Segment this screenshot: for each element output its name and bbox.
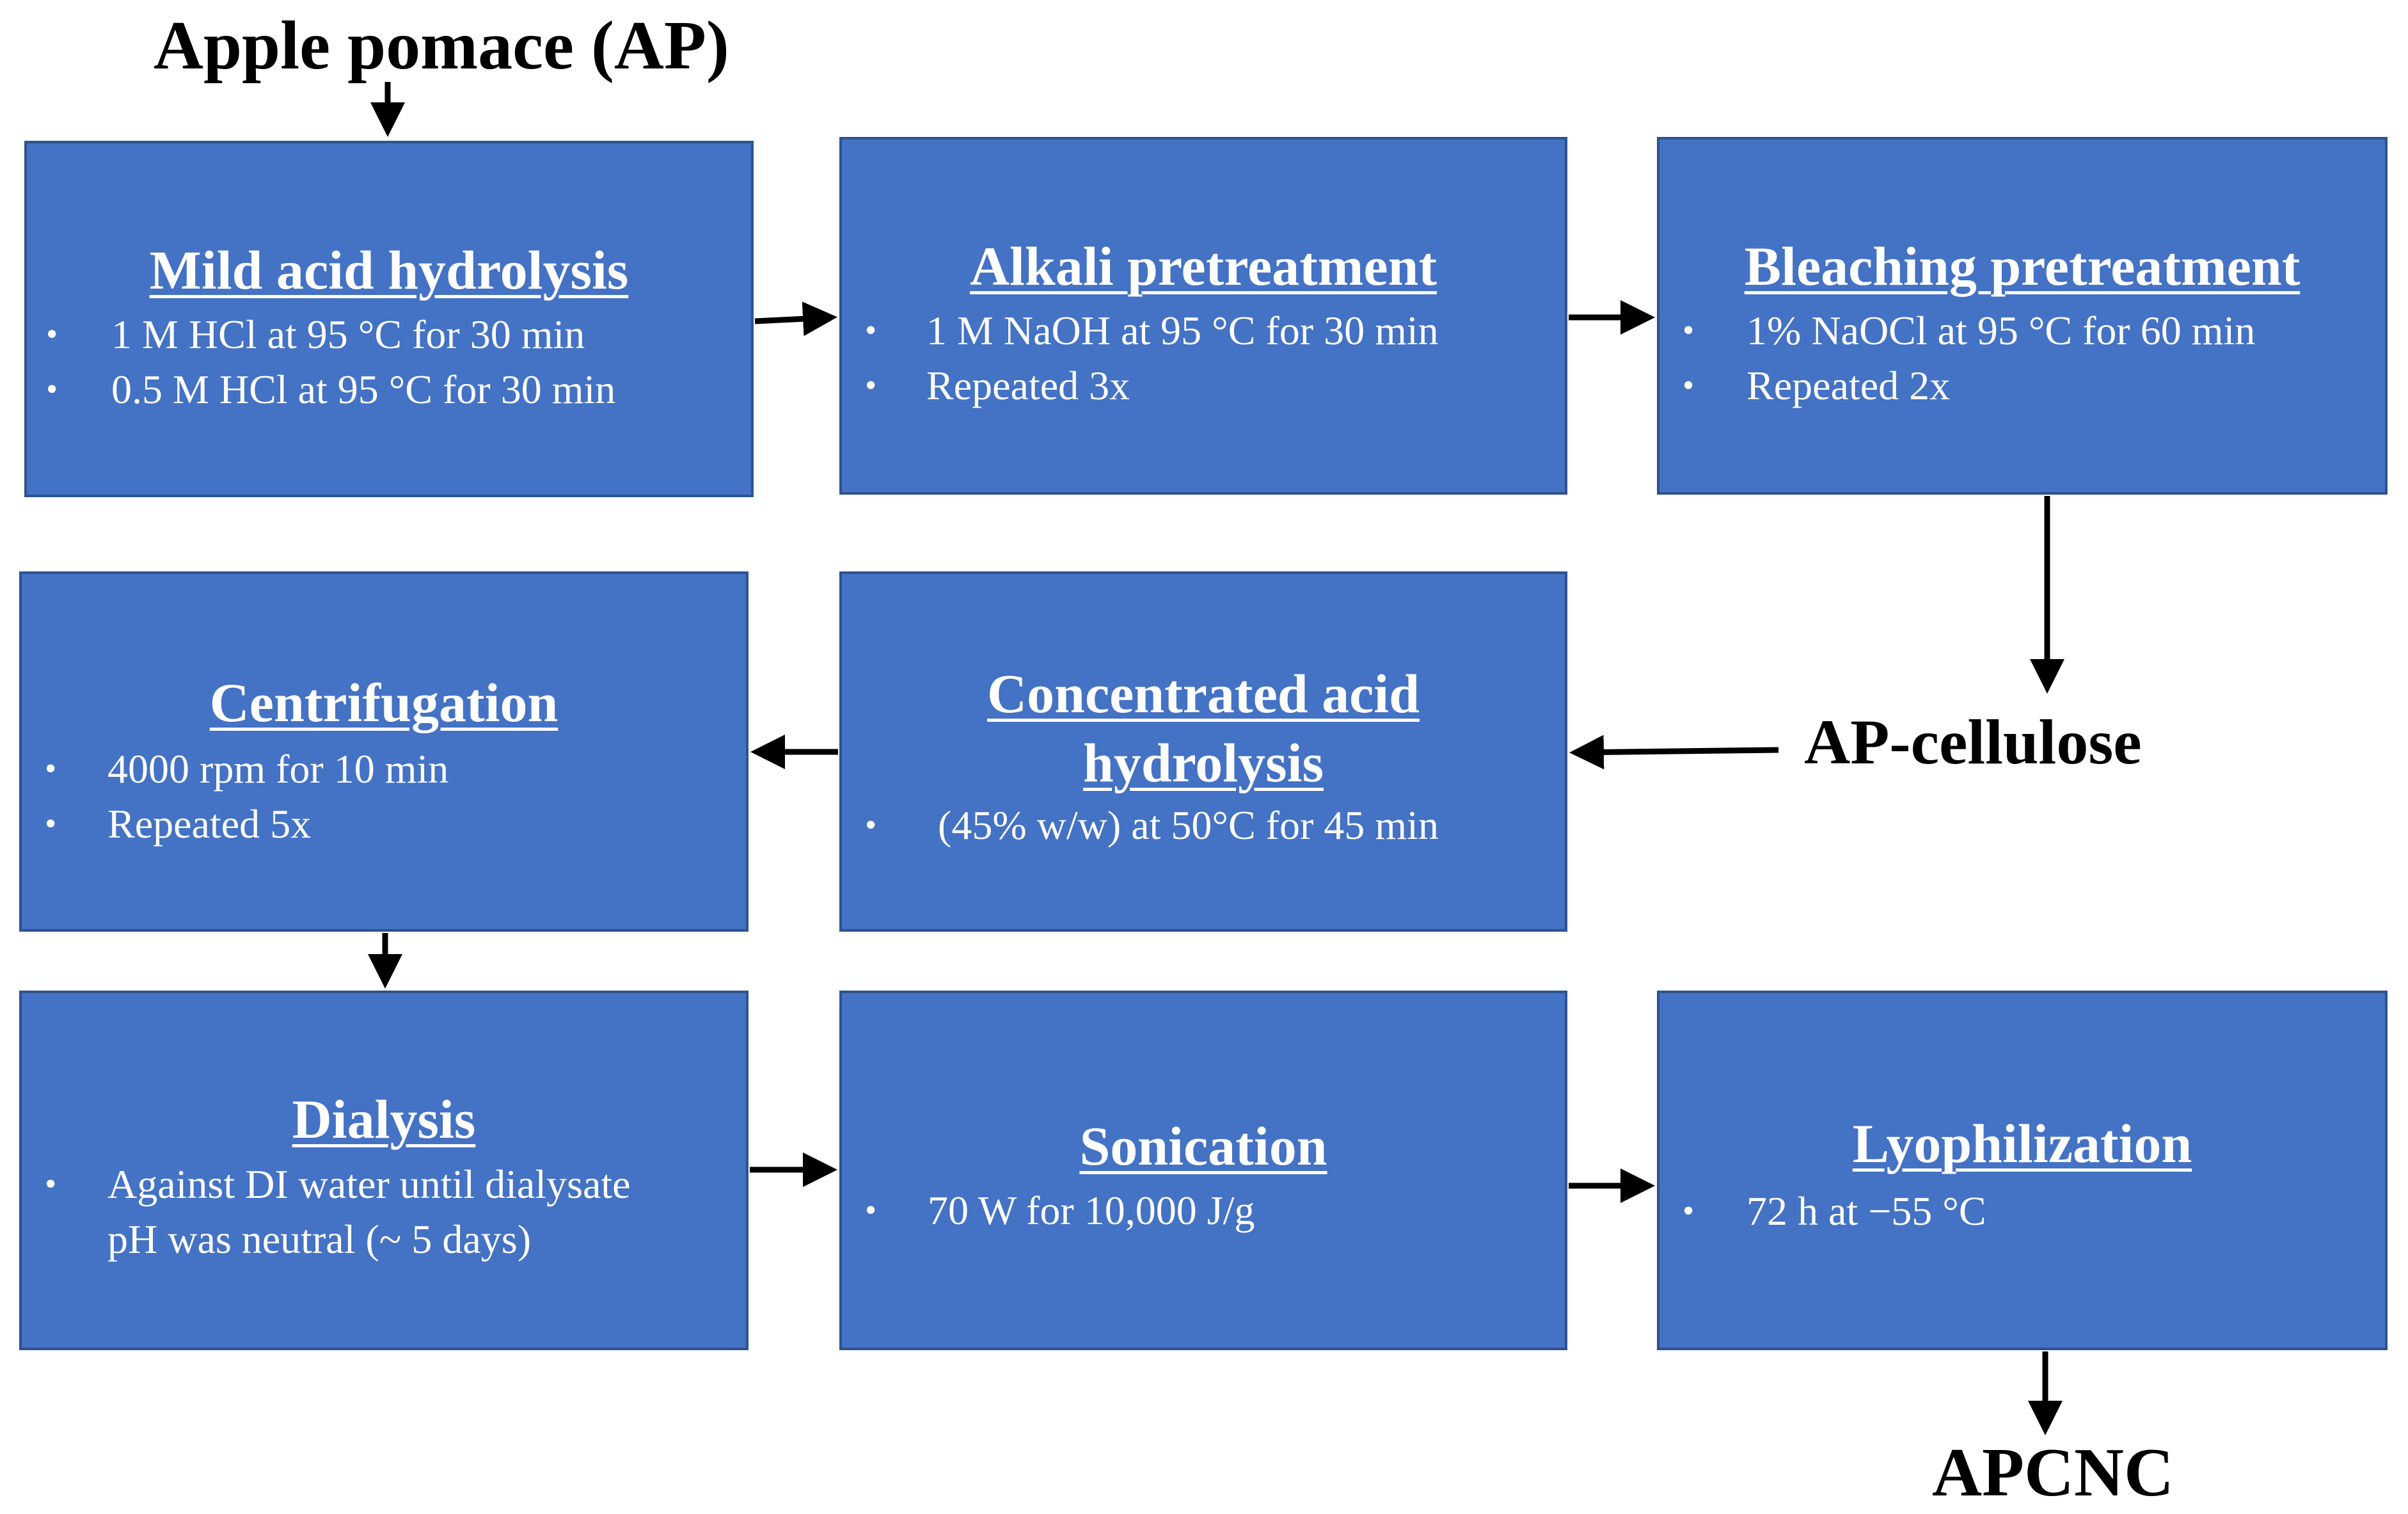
step-detail-text: 72 h at −55 °C	[1747, 1188, 1986, 1234]
step-detail-text: pH was neutral (~ 5 days)	[107, 1216, 531, 1262]
step-title: Concentrated acid	[987, 663, 1420, 724]
list-item: • 72 h at −55 °C	[1659, 1184, 2385, 1239]
step-detail-text: Repeated 3x	[926, 363, 1130, 408]
step-detail-text: 1% NaOCl at 95 °C for 60 min	[1747, 308, 2256, 353]
list-item: • (45% w/w) at 50°C for 45 min	[842, 798, 1565, 853]
bullet-icon: •	[46, 371, 58, 408]
step-title-continued: hydrolysis	[1083, 732, 1324, 793]
step-details: • 1% NaOCl at 95 °C for 60 min • Repeate…	[1659, 303, 2385, 413]
list-item: • 1 M HCl at 95 °C for 30 min	[27, 307, 751, 362]
step-alkali-pretreatment: Alkali pretreatment • 1 M NaOH at 95 °C …	[839, 137, 1567, 495]
bullet-icon: •	[865, 807, 877, 843]
step-dialysis: Dialysis • Against DI water until dialys…	[19, 991, 749, 1350]
bullet-icon: •	[45, 751, 57, 787]
bullet-icon: •	[46, 316, 58, 353]
list-item: • 70 W for 10,000 J/g	[842, 1183, 1565, 1238]
bullet-icon: •	[1683, 312, 1695, 349]
bullet-icon: •	[45, 1166, 57, 1202]
end-label: APCNC	[1932, 1435, 2174, 1511]
step-details: • 4000 rpm for 10 min • Repeated 5x	[22, 742, 746, 852]
list-item: • 4000 rpm for 10 min	[22, 742, 746, 797]
list-item-continued: pH was neutral (~ 5 days)	[22, 1212, 746, 1267]
bullet-icon: •	[865, 367, 877, 404]
list-item: • 0.5 M HCl at 95 °C for 30 min	[27, 362, 751, 417]
start-label: Apple pomace (AP)	[154, 8, 729, 84]
step-detail-text: Repeated 5x	[107, 801, 312, 847]
step-centrifugation: Centrifugation • 4000 rpm for 10 min • R…	[19, 571, 749, 932]
list-item: • Against DI water until dialysate	[22, 1157, 746, 1212]
step-details: • Against DI water until dialysate pH wa…	[22, 1157, 746, 1267]
step-title: Lyophilization	[1852, 1113, 2192, 1174]
step-concentrated-acid-hydrolysis: Concentrated acid hydrolysis • (45% w/w)…	[839, 571, 1567, 932]
list-item: • Repeated 2x	[1659, 358, 2385, 413]
step-detail-text: (45% w/w) at 50°C for 45 min	[938, 802, 1439, 848]
arrow-mild-acid-to-alkali	[754, 301, 837, 337]
step-mild-acid-hydrolysis: Mild acid hydrolysis • 1 M HCl at 95 °C …	[24, 141, 754, 497]
step-detail-text: Against DI water until dialysate	[107, 1161, 631, 1207]
step-details: • 70 W for 10,000 J/g	[842, 1183, 1565, 1238]
step-sonication: Sonication • 70 W for 10,000 J/g	[839, 991, 1567, 1350]
step-detail-text: Repeated 2x	[1747, 363, 1951, 408]
list-item: • Repeated 3x	[842, 358, 1565, 413]
step-details: • 72 h at −55 °C	[1659, 1184, 2385, 1239]
list-item: • 1 M NaOH at 95 °C for 30 min	[842, 303, 1565, 358]
bullet-icon: •	[1683, 1193, 1695, 1229]
step-detail-text: 0.5 M HCl at 95 °C for 30 min	[111, 367, 616, 412]
intermediate-label: AP-cellulose	[1804, 706, 2142, 777]
step-bleaching-pretreatment: Bleaching pretreatment • 1% NaOCl at 95 …	[1657, 137, 2388, 495]
bullet-icon: •	[865, 1192, 877, 1229]
step-detail-text: 70 W for 10,000 J/g	[928, 1188, 1255, 1233]
step-title: Alkali pretreatment	[969, 235, 1438, 297]
step-title: Mild acid hydrolysis	[149, 239, 629, 301]
step-detail-text: 4000 rpm for 10 min	[107, 746, 449, 792]
bullet-icon: •	[1683, 367, 1695, 404]
step-details: • 1 M HCl at 95 °C for 30 min • 0.5 M HC…	[27, 307, 751, 417]
list-item: • 1% NaOCl at 95 °C for 60 min	[1659, 303, 2385, 358]
bullet-icon: •	[865, 312, 877, 349]
step-title: Sonication	[1079, 1115, 1327, 1177]
step-title: Bleaching pretreatment	[1744, 235, 2301, 297]
step-details: • (45% w/w) at 50°C for 45 min	[842, 798, 1565, 853]
step-detail-text: 1 M NaOH at 95 °C for 30 min	[926, 308, 1439, 353]
step-detail-text: 1 M HCl at 95 °C for 30 min	[111, 312, 585, 357]
step-lyophilization: Lyophilization • 72 h at −55 °C	[1657, 991, 2388, 1350]
bullet-icon: •	[45, 806, 57, 842]
step-details: • 1 M NaOH at 95 °C for 30 min • Repeate…	[842, 303, 1565, 413]
step-title: Centrifugation	[209, 672, 558, 733]
list-item: • Repeated 5x	[22, 797, 746, 852]
step-title: Dialysis	[292, 1088, 476, 1150]
arrow-cellulose-to-concentrated-acid	[1569, 735, 1779, 770]
